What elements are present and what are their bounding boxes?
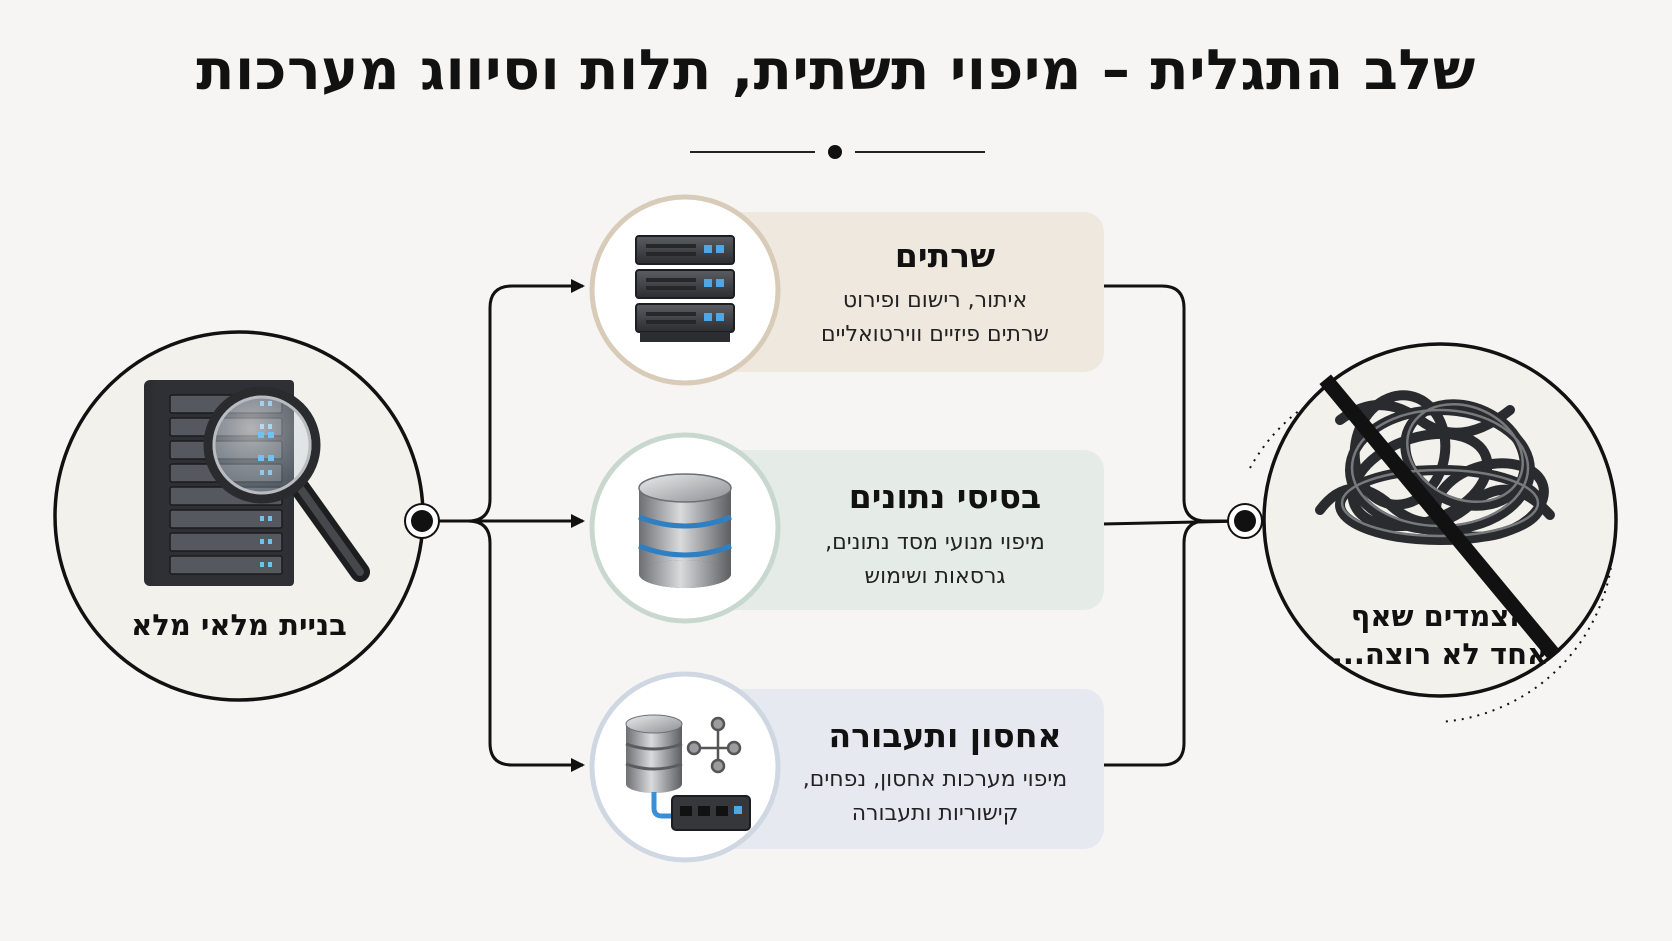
- connector-lines: [422, 279, 1246, 772]
- card-desc-databases-line1: מיפוי מנועי מסד נתונים,: [825, 530, 1045, 555]
- card-title-storage: אחסון ותעבורה: [828, 716, 1062, 755]
- card-desc-databases-line2: גרסאות ושימוש: [864, 564, 1006, 589]
- card-servers: [589, 194, 1104, 386]
- right-circle-label-line2: אחד לא רוצה...: [1331, 637, 1549, 671]
- left-circle: [53, 330, 440, 702]
- card-desc-storage-line2: קישוריות ותעבורה: [851, 801, 1019, 826]
- card-desc-storage-line1: מיפוי מערכות אחסון, נפחים,: [802, 767, 1068, 792]
- title-divider: [690, 145, 985, 159]
- card-desc-servers-line2: שרתים פיזיים ווירטואליים: [821, 322, 1049, 347]
- tangled-cables-crossed-icon: [1315, 374, 1561, 661]
- card-storage: [589, 671, 1104, 863]
- card-title-servers: שרתים: [894, 236, 996, 275]
- page-title: שלב התגלית – מיפוי תשתית, תלות וסיווג מע…: [196, 38, 1476, 103]
- card-title-databases: בסיסי נתונים: [848, 477, 1042, 516]
- left-circle-label: בניית מלאי מלא: [131, 608, 347, 642]
- card-databases: [589, 432, 1104, 624]
- server-stack-icon: [635, 235, 735, 342]
- right-circle-label-line1: הצמדים שאף: [1350, 599, 1530, 633]
- card-desc-servers-line1: איתור, רישום ופירוט: [842, 288, 1028, 313]
- server-rack-magnifier-icon: [144, 380, 370, 586]
- database-icon: [638, 473, 732, 588]
- right-circle: [1227, 342, 1618, 723]
- storage-network-icon: [625, 714, 751, 831]
